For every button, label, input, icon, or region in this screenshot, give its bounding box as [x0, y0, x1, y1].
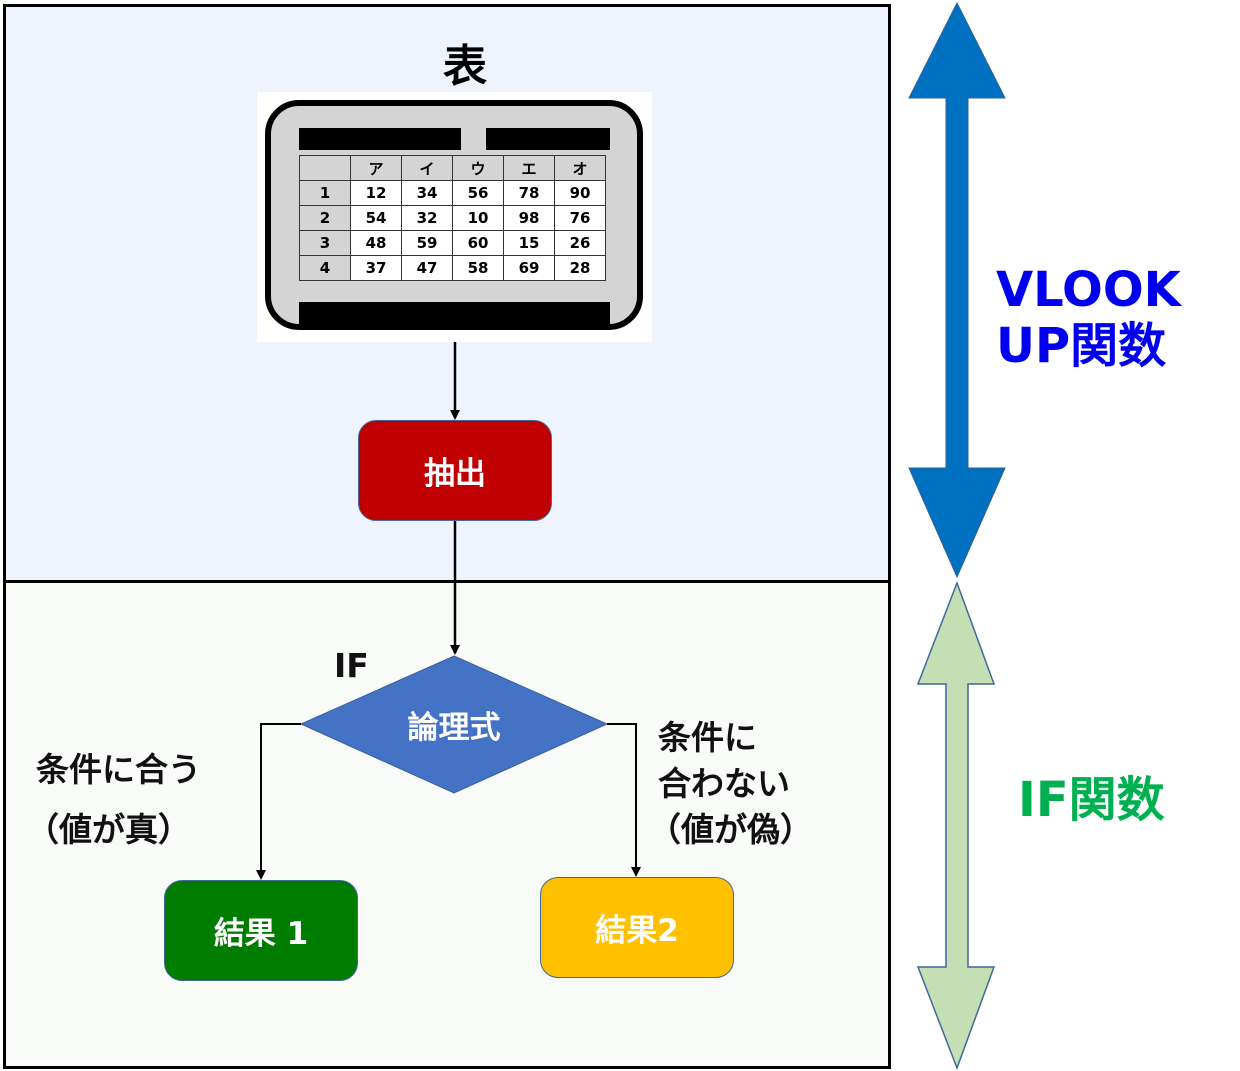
table-title: 表 — [443, 41, 487, 92]
result1-box: 結果 1 — [164, 880, 358, 981]
footer-bar — [299, 302, 610, 324]
table-row: 4 37 47 58 69 28 — [299, 255, 606, 281]
table-header-cell: ウ — [452, 155, 504, 181]
condition-diamond — [299, 655, 609, 794]
if-range-arrow — [916, 580, 996, 1071]
table-cell: 76 — [554, 205, 606, 231]
vlookup-label-line1: VLOOK — [996, 262, 1181, 318]
header-bar-left — [299, 128, 461, 150]
if-function-label: IF関数 — [1018, 772, 1165, 828]
table-cell: 28 — [554, 255, 606, 281]
false-branch-label-line2: 合わない — [658, 764, 790, 803]
table-cell: 98 — [503, 205, 555, 231]
result2-box: 結果2 — [540, 877, 734, 978]
table-cell: 32 — [401, 205, 453, 231]
condition-label: 論理式 — [407, 710, 501, 746]
table-row: 2 54 32 10 98 76 — [299, 205, 606, 231]
table-illustration: ア イ ウ エ オ 1 12 34 56 78 90 2 54 32 10 98… — [257, 92, 652, 342]
true-branch-label-line1: 条件に合う — [36, 750, 201, 789]
row-header-cell: 4 — [299, 255, 351, 281]
table-cell: 58 — [452, 255, 504, 281]
table-cell: 69 — [503, 255, 555, 281]
arrow-false-branch — [607, 723, 641, 877]
table-cell: 37 — [350, 255, 402, 281]
vlookup-function-label: VLOOK UP関数 — [996, 262, 1181, 374]
table-header-cell: ア — [350, 155, 402, 181]
table-header-cell — [299, 155, 351, 181]
table-cell: 59 — [401, 230, 453, 256]
table-cell: 60 — [452, 230, 504, 256]
table-cell: 26 — [554, 230, 606, 256]
table-row: 3 48 59 60 15 26 — [299, 230, 606, 256]
row-header-cell: 1 — [299, 180, 351, 206]
header-bar-right — [486, 128, 610, 150]
table-row: 1 12 34 56 78 90 — [299, 180, 606, 206]
table-cell: 48 — [350, 230, 402, 256]
table-cell: 56 — [452, 180, 504, 206]
false-branch-label-line1: 条件に — [658, 718, 757, 757]
vlookup-label-line2: UP関数 — [996, 318, 1167, 374]
table-header-row: ア イ ウ エ オ — [299, 155, 606, 181]
extract-box: 抽出 — [358, 420, 552, 521]
data-table: ア イ ウ エ オ 1 12 34 56 78 90 2 54 32 10 98… — [299, 155, 606, 281]
table-header-cell: イ — [401, 155, 453, 181]
table-cell: 90 — [554, 180, 606, 206]
vlookup-range-arrow — [908, 1, 1006, 579]
false-branch-label-line3: （値が偽） — [648, 810, 813, 849]
table-cell: 34 — [401, 180, 453, 206]
table-cell: 54 — [350, 205, 402, 231]
table-cell: 15 — [503, 230, 555, 256]
table-header-cell: エ — [503, 155, 555, 181]
table-cell: 47 — [401, 255, 453, 281]
if-label: IF — [334, 646, 369, 685]
table-cell: 78 — [503, 180, 555, 206]
arrow-true-branch — [256, 723, 301, 880]
true-branch-label-line2: （値が真） — [26, 810, 191, 849]
